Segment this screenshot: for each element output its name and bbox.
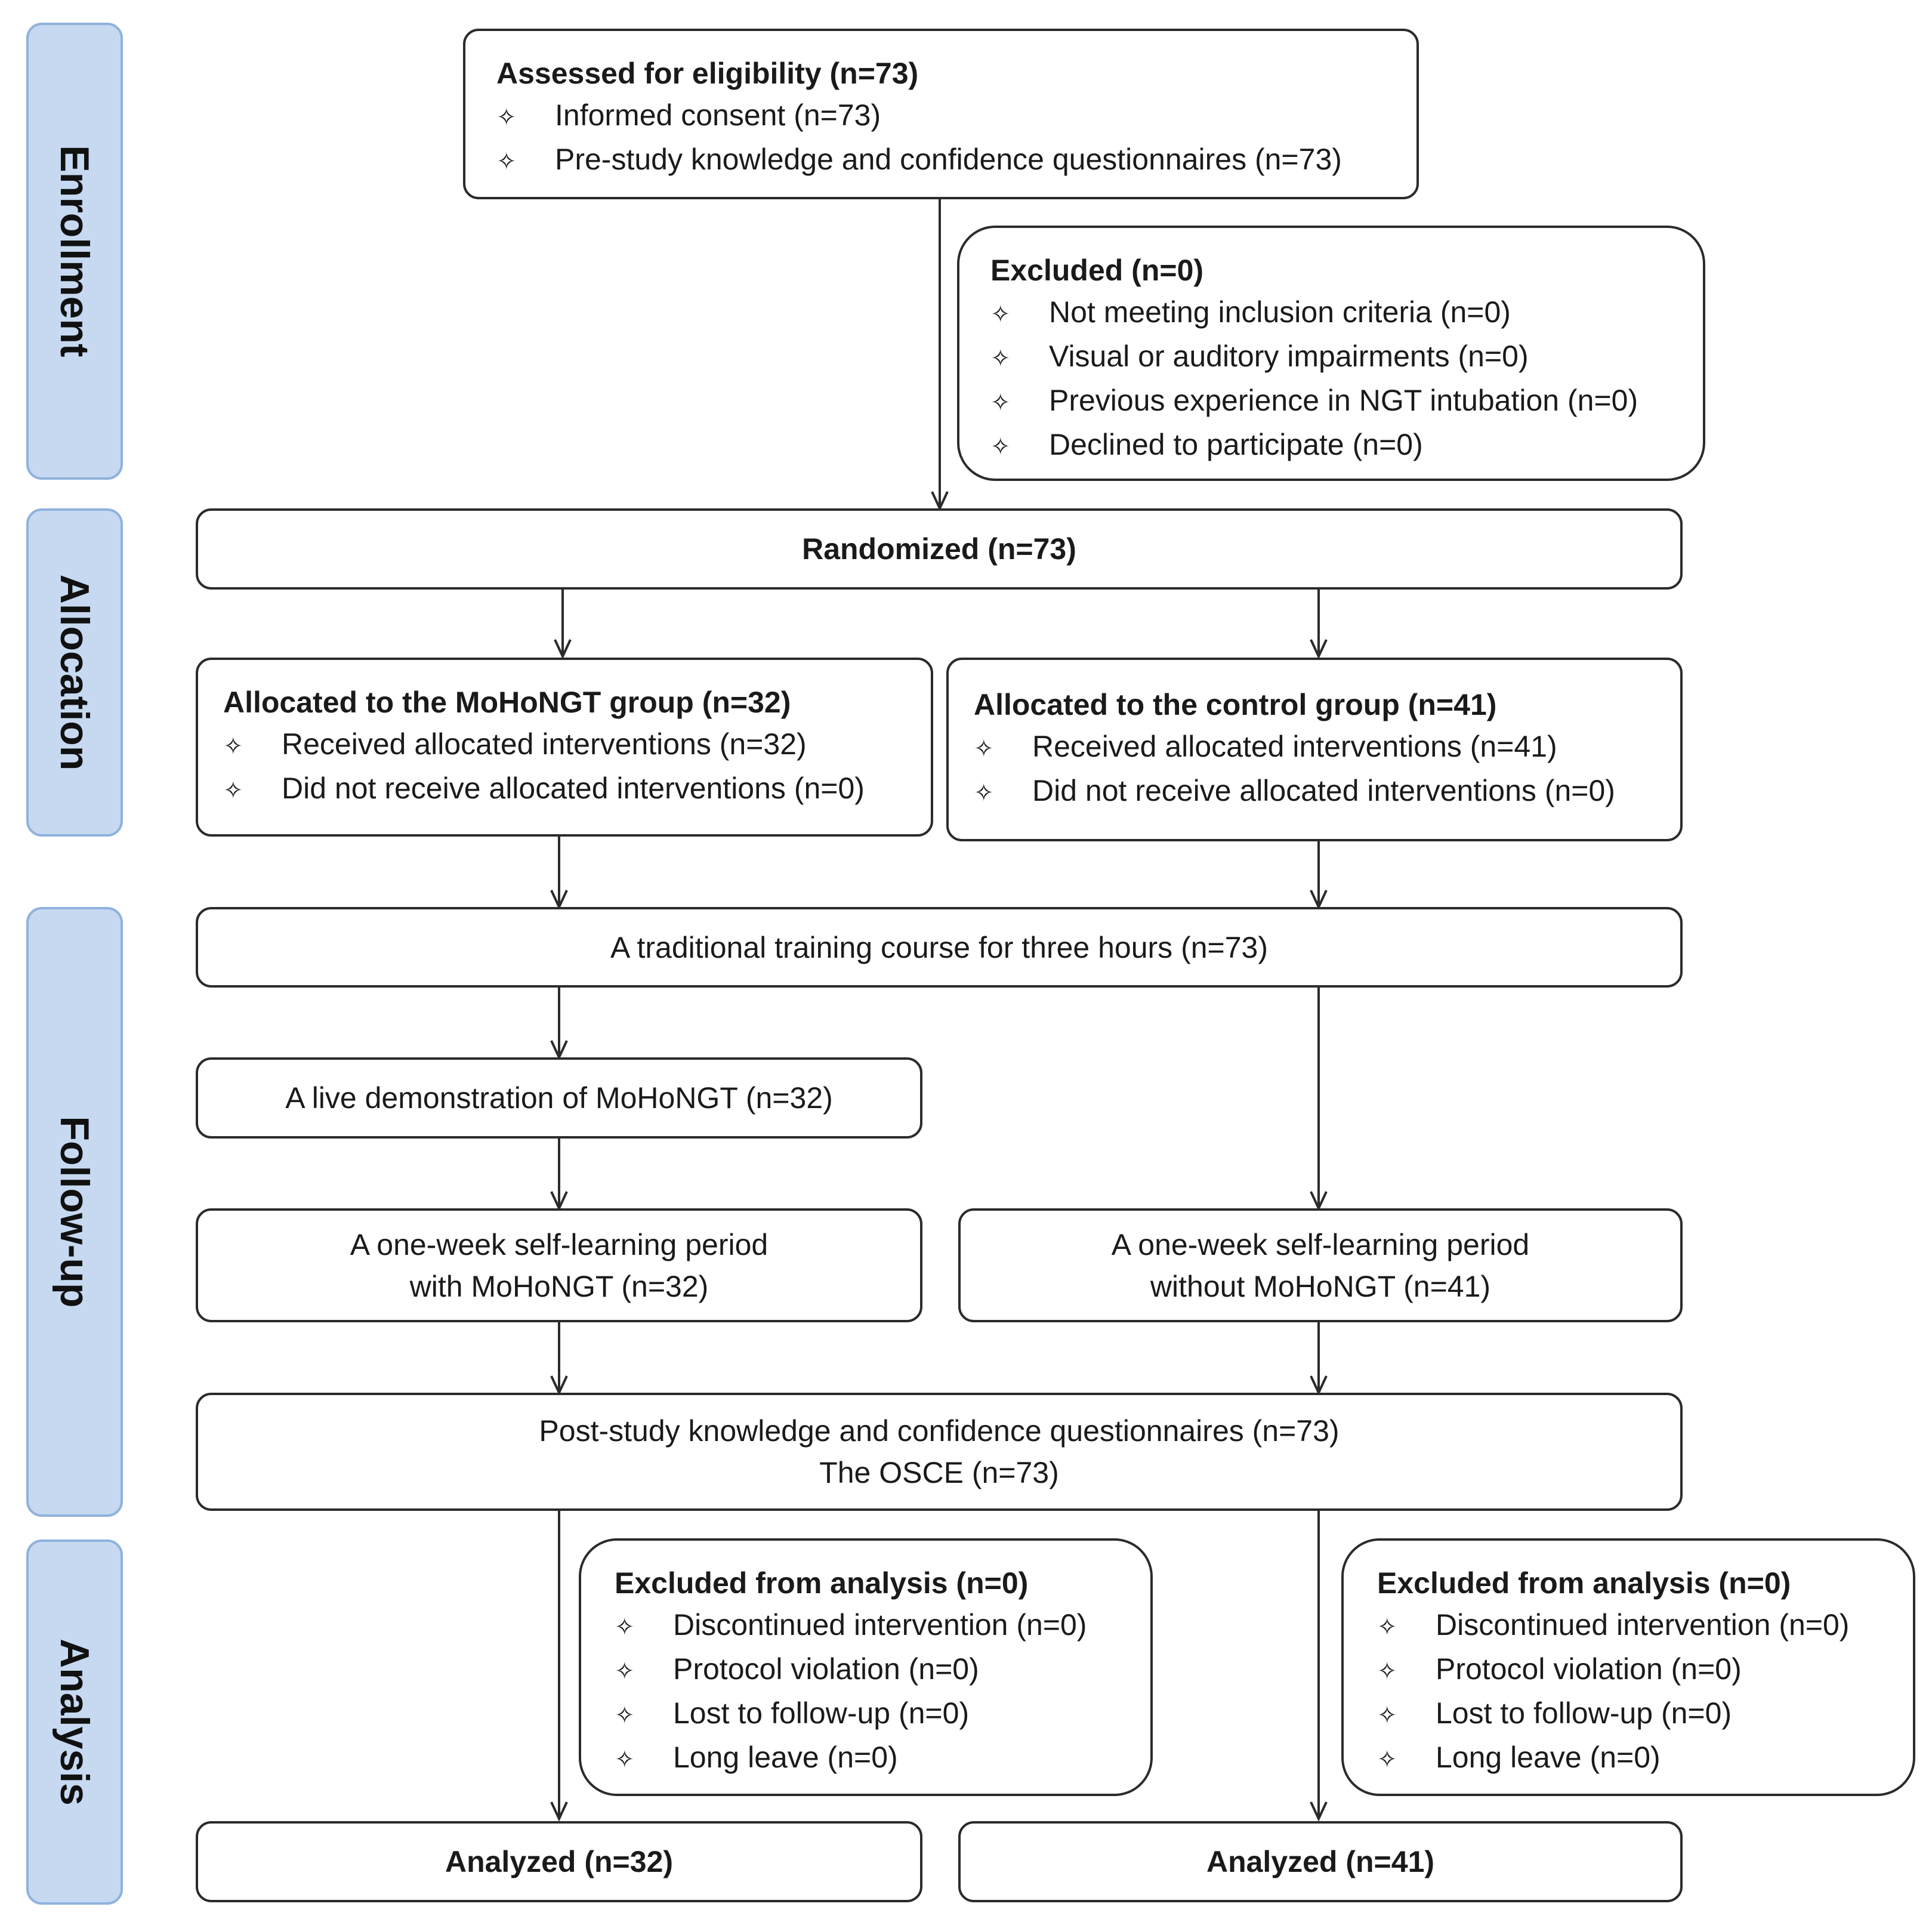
list-item: ✧Visual or auditory impairments (n=0) [990, 335, 1703, 380]
list-item: ✧Protocol violation (n=0) [615, 1648, 1150, 1692]
excl-analysis-left-title: Excluded from analysis (n=0) [615, 1566, 1029, 1600]
four-point-star-icon: ✧ [223, 778, 243, 804]
list-item: ✧Received allocated interventions (n=32) [223, 723, 931, 767]
four-point-star-icon: ✧ [1377, 1614, 1397, 1640]
alloc-control-title: Allocated to the control group (n=41) [974, 688, 1497, 721]
list-item: ✧Received allocated interventions (n=41) [974, 726, 1680, 770]
list-item: ✧Declined to participate (n=0) [990, 424, 1703, 468]
four-point-star-icon: ✧ [990, 345, 1011, 372]
list-item: ✧Long leave (n=0) [1377, 1736, 1913, 1781]
list-item: ✧Lost to follow-up (n=0) [1377, 1692, 1913, 1736]
four-point-star-icon: ✧ [615, 1702, 635, 1729]
four-point-star-icon: ✧ [496, 149, 517, 175]
list-item: ✧Long leave (n=0) [615, 1736, 1150, 1781]
stage-analysis: Analysis [26, 1539, 123, 1905]
analyzed-left-box: Analyzed (n=32) [196, 1821, 922, 1902]
self-learning-control-line2: without MoHoNGT (n=41) [1150, 1269, 1491, 1303]
alloc-control-box: Allocated to the control group (n=41) ✧R… [946, 658, 1683, 841]
self-learning-mohongt-box: A one-week self-learning period with MoH… [196, 1208, 922, 1322]
live-demo-box: A live demonstration of MoHoNGT (n=32) [196, 1057, 922, 1139]
excluded-title: Excluded (n=0) [990, 254, 1204, 287]
stage-analysis-label: Analysis [52, 1639, 97, 1806]
list-item: ✧Previous experience in NGT intubation (… [990, 380, 1703, 424]
four-point-star-icon: ✧ [1377, 1658, 1397, 1684]
stage-enrollment: Enrollment [26, 23, 123, 480]
randomized-box: Randomized (n=73) [196, 508, 1683, 590]
training-box: A traditional training course for three … [196, 907, 1683, 988]
list-item: ✧Protocol violation (n=0) [1377, 1648, 1913, 1692]
list-item: ✧Discontinued intervention (n=0) [615, 1604, 1150, 1648]
four-point-star-icon: ✧ [974, 736, 994, 762]
analyzed-right-box: Analyzed (n=41) [958, 1821, 1683, 1902]
list-item: ✧Did not receive allocated interventions… [223, 767, 931, 812]
four-point-star-icon: ✧ [1377, 1702, 1397, 1729]
four-point-star-icon: ✧ [990, 390, 1011, 416]
stage-follow-up-label: Follow-up [52, 1116, 97, 1308]
self-learning-control-box: A one-week self-learning period without … [958, 1208, 1683, 1322]
stage-enrollment-label: Enrollment [52, 145, 97, 357]
four-point-star-icon: ✧ [974, 780, 994, 806]
four-point-star-icon: ✧ [615, 1658, 635, 1684]
post-study-box: Post-study knowledge and confidence ques… [196, 1393, 1683, 1511]
assessed-title: Assessed for eligibility (n=73) [496, 57, 919, 90]
self-learning-mohongt-line1: A one-week self-learning period [350, 1227, 769, 1261]
analyzed-right-label: Analyzed (n=41) [1206, 1845, 1435, 1878]
alloc-mohongt-title: Allocated to the MoHoNGT group (n=32) [223, 686, 791, 719]
stage-allocation-label: Allocation [52, 574, 97, 771]
excl-analysis-right-title: Excluded from analysis (n=0) [1377, 1566, 1791, 1600]
randomized-label: Randomized (n=73) [802, 532, 1076, 566]
self-learning-control-line1: A one-week self-learning period [1111, 1227, 1530, 1261]
excl-analysis-left-box: Excluded from analysis (n=0) ✧Discontinu… [579, 1538, 1153, 1796]
list-item: ✧Did not receive allocated interventions… [974, 770, 1680, 814]
four-point-star-icon: ✧ [990, 301, 1011, 328]
live-demo-label: A live demonstration of MoHoNGT (n=32) [285, 1081, 833, 1115]
self-learning-mohongt-line2: with MoHoNGT (n=32) [409, 1269, 709, 1303]
post-study-line1: Post-study knowledge and confidence ques… [539, 1414, 1340, 1448]
excl-analysis-right-box: Excluded from analysis (n=0) ✧Discontinu… [1341, 1538, 1915, 1796]
assessed-box: Assessed for eligibility (n=73) ✧Informe… [463, 29, 1419, 199]
alloc-mohongt-box: Allocated to the MoHoNGT group (n=32) ✧R… [196, 658, 933, 837]
four-point-star-icon: ✧ [615, 1747, 635, 1773]
list-item: ✧Lost to follow-up (n=0) [615, 1692, 1150, 1736]
training-label: A traditional training course for three … [610, 930, 1268, 964]
excluded-box: Excluded (n=0) ✧Not meeting inclusion cr… [957, 226, 1705, 481]
four-point-star-icon: ✧ [496, 104, 517, 131]
list-item: ✧Not meeting inclusion criteria (n=0) [990, 291, 1703, 335]
post-study-line2: The OSCE (n=73) [819, 1456, 1059, 1489]
stage-allocation: Allocation [26, 508, 123, 837]
list-item: ✧Informed consent (n=73) [496, 94, 1416, 138]
analyzed-left-label: Analyzed (n=32) [445, 1845, 674, 1878]
four-point-star-icon: ✧ [223, 733, 243, 760]
stage-follow-up: Follow-up [26, 907, 123, 1517]
four-point-star-icon: ✧ [615, 1614, 635, 1640]
list-item: ✧Discontinued intervention (n=0) [1377, 1604, 1913, 1648]
four-point-star-icon: ✧ [990, 434, 1011, 460]
four-point-star-icon: ✧ [1377, 1747, 1397, 1773]
list-item: ✧Pre-study knowledge and confidence ques… [496, 138, 1416, 183]
